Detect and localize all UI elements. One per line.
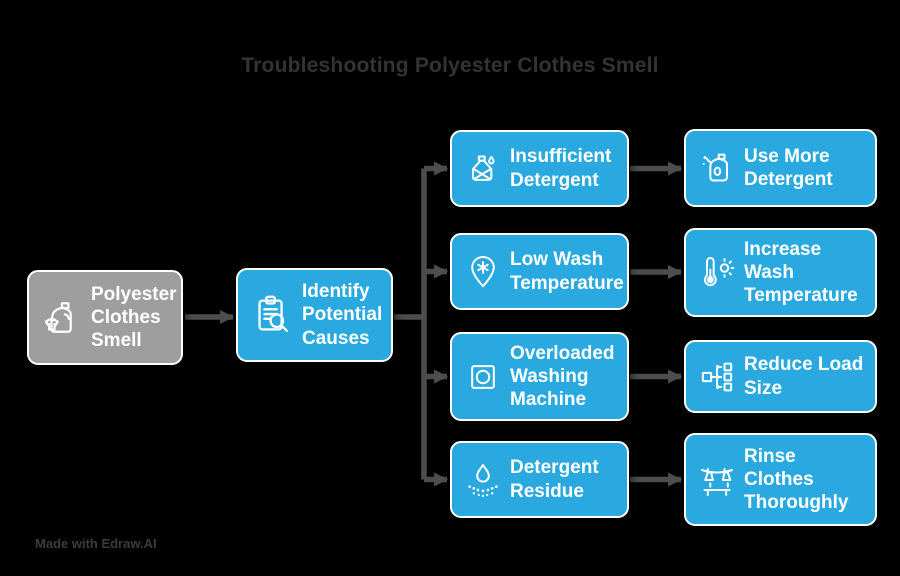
diagram-title: Troubleshooting Polyester Clothes Smell <box>241 54 659 77</box>
detergent-jug-drops-icon <box>697 148 737 188</box>
root-node-polyester-clothes-smell[interactable]: Polyester Clothes Smell <box>27 270 183 365</box>
washing-machine-icon <box>463 357 503 397</box>
node-label: Rinse Clothes Thoroughly <box>744 445 849 514</box>
node-label: Polyester Clothes Smell <box>91 283 177 352</box>
node-label: Use More Detergent <box>744 145 833 190</box>
detergent-bottle-clothes-icon <box>40 296 84 340</box>
solution-node-increase-wash-temperature[interactable]: Increase Wash Temperature <box>684 228 877 317</box>
thermometer-sun-icon <box>697 253 737 293</box>
clipboard-search-icon <box>249 292 295 338</box>
node-label: Overloaded Washing Machine <box>510 342 615 411</box>
node-label: Insufficient Detergent <box>510 146 612 191</box>
node-label: Reduce Load Size <box>744 354 864 399</box>
droplet-residue-icon <box>463 460 503 500</box>
solution-node-use-more-detergent[interactable]: Use More Detergent <box>684 129 877 207</box>
watermark: Made with Edraw.AI <box>35 536 157 551</box>
solution-node-reduce-load-size[interactable]: Reduce Load Size <box>684 340 877 413</box>
node-label: Low Wash Temperature <box>510 249 624 294</box>
process-node-identify-potential-causes[interactable]: Identify Potential Causes <box>236 268 393 362</box>
cause-node-low-wash-temperature[interactable]: Low Wash Temperature <box>450 233 629 310</box>
cause-node-overloaded-washing-machine[interactable]: Overloaded Washing Machine <box>450 332 629 421</box>
node-label: Detergent Residue <box>510 457 599 502</box>
crossed-detergent-bottle-icon <box>463 149 503 189</box>
node-label: Identify Potential Causes <box>302 281 383 349</box>
snowflake-pin-icon <box>463 252 503 292</box>
solution-node-rinse-clothes-thoroughly[interactable]: Rinse Clothes Thoroughly <box>684 433 877 526</box>
cause-node-detergent-residue[interactable]: Detergent Residue <box>450 441 629 518</box>
cause-node-insufficient-detergent[interactable]: Insufficient Detergent <box>450 130 629 207</box>
clothesline-rinse-icon <box>697 460 737 500</box>
split-load-icon <box>697 357 737 397</box>
node-label: Increase Wash Temperature <box>744 238 858 307</box>
